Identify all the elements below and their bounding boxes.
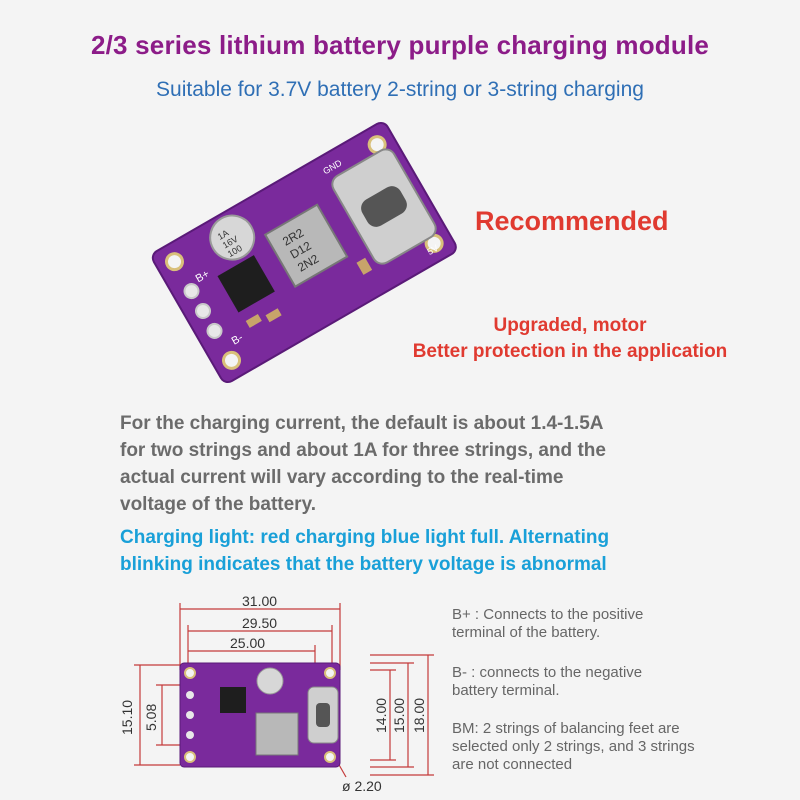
dim-15-10: 15.10 (119, 700, 135, 735)
note-bm: BM: 2 strings of balancing feet are sele… (452, 720, 792, 774)
note-line: battery terminal. (452, 682, 560, 699)
ic-chip (220, 687, 246, 713)
charging-light-description: Charging light: red charging blue light … (120, 524, 740, 578)
usb-c-opening (361, 186, 407, 227)
dim-hole: ø 2.20 (342, 778, 382, 794)
pad (206, 322, 223, 339)
recommended-callout: Recommended (475, 206, 669, 236)
smd-part (265, 308, 282, 323)
pad (183, 283, 200, 300)
note-line: BM: 2 strings of balancing feet are (452, 720, 680, 737)
dimension-drawing: 31.00 29.50 25.00 15.10 5.08 14.00 15.00… (119, 595, 434, 794)
description-line: actual current will vary according to th… (120, 467, 564, 488)
page-subtitle: Suitable for 3.7V battery 2-string or 3-… (156, 78, 644, 101)
note-line: selected only 2 strings, and 3 strings (452, 738, 695, 755)
note-bplus: B+ : Connects to the positive terminal o… (452, 606, 792, 642)
smd-part (356, 257, 373, 275)
mount-hole (184, 751, 196, 763)
ic-chip (217, 255, 275, 313)
note-bminus: B- : connects to the negative battery te… (452, 664, 792, 700)
dim-18: 18.00 (411, 698, 427, 733)
usb-c-opening (316, 703, 330, 727)
dim-14: 14.00 (373, 698, 389, 733)
dim-15: 15.00 (391, 698, 407, 733)
pad (186, 731, 194, 739)
mount-hole (222, 350, 242, 370)
pin-label-bplus: B+ (194, 268, 212, 285)
dim-31: 31.00 (242, 595, 277, 609)
note-line: B- : connects to the negative (452, 664, 643, 681)
description-line: for two strings and about 1A for three s… (120, 440, 606, 461)
dim-29-5: 29.50 (242, 615, 277, 631)
note-line: terminal of the battery. (452, 624, 601, 641)
dim-25: 25.00 (230, 635, 265, 651)
description-line: For the charging current, the default is… (120, 413, 604, 434)
inductor (255, 712, 299, 756)
page-title: 2/3 series lithium battery purple chargi… (90, 30, 710, 60)
pin-label-5v: 5V (425, 243, 440, 257)
board-photo: 1A 16V 100 2R2 D12 2N2 B+ B- GND 5V (151, 121, 457, 384)
charging-current-description: For the charging current, the default is… (120, 410, 720, 518)
note-line: are not connected (452, 756, 573, 773)
mount-hole (324, 667, 336, 679)
pad (186, 691, 194, 699)
dim-5-08: 5.08 (143, 704, 159, 731)
mount-hole (165, 252, 185, 272)
smd-part (245, 313, 262, 328)
light-line: Charging light: red charging blue light … (120, 527, 610, 548)
mount-hole (324, 751, 336, 763)
note-line: B+ : Connects to the positive (452, 606, 644, 623)
capacitor (209, 214, 256, 261)
upgrade-line-1: Upgraded, motor (493, 315, 647, 336)
description-line: voltage of the battery. (120, 494, 317, 515)
mount-hole (184, 667, 196, 679)
inductor (263, 203, 349, 289)
capacitor (256, 667, 284, 695)
pad (195, 303, 212, 319)
pad (186, 711, 194, 719)
light-line: blinking indicates that the battery volt… (120, 554, 607, 575)
upgrade-line-2: Better protection in the application (412, 341, 728, 362)
cap-label-1: 1A (216, 228, 231, 242)
